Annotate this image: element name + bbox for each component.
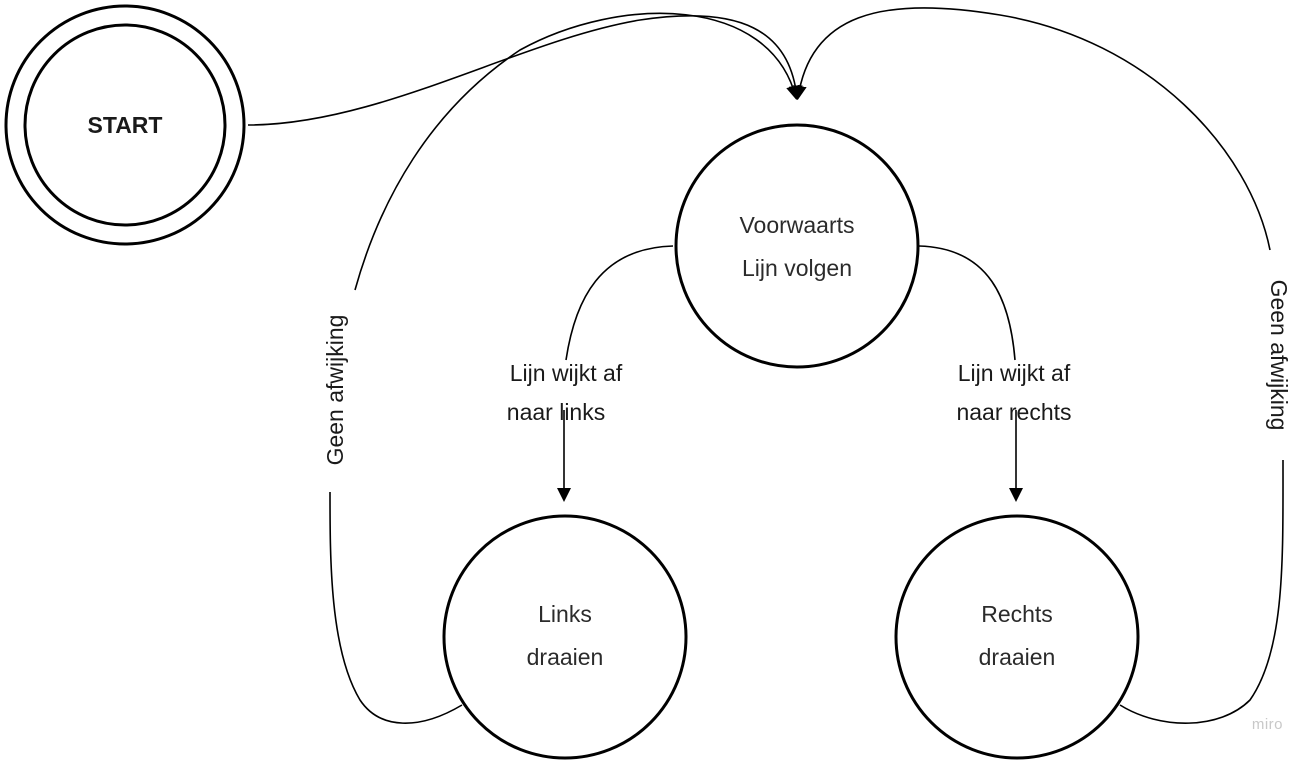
- edge-forward-to-right: [918, 245, 1016, 361]
- start-node-inner: [23, 23, 227, 227]
- left-node: [442, 514, 688, 760]
- right-node-label-line2: draaien: [979, 644, 1056, 670]
- edge-left-back-upper: [354, 12, 800, 291]
- edge-start-to-forward: [247, 15, 803, 126]
- edge-to-right-label-line2: naar rechts: [956, 399, 1071, 425]
- right-node: [894, 514, 1140, 760]
- start-node-label: START: [88, 112, 163, 138]
- edge-forward-to-left: [565, 245, 674, 361]
- edge-to-left-label-line2: naar links: [507, 399, 605, 425]
- miro-watermark: miro: [1252, 716, 1283, 733]
- edge-right-back-label: Geen afwijking: [1266, 280, 1292, 431]
- right-node-label-line1: Rechts: [981, 601, 1053, 627]
- edge-left-back-lower: [329, 491, 463, 724]
- edge-to-left-label-line1: Lijn wijkt af: [510, 360, 623, 386]
- forward-node: [674, 123, 920, 369]
- edge-to-right-label-line1: Lijn wijkt af: [958, 360, 1071, 386]
- edge-left-back-label: Geen afwijking: [322, 315, 348, 466]
- left-node-label-line2: draaien: [527, 644, 604, 670]
- edge-right-back-upper: [792, 7, 1271, 251]
- left-node-label-line1: Links: [538, 601, 592, 627]
- edge-right-back-lower: [1119, 459, 1284, 724]
- forward-node-label-line2: Lijn volgen: [742, 255, 852, 281]
- forward-node-label-line1: Voorwaarts: [739, 212, 854, 238]
